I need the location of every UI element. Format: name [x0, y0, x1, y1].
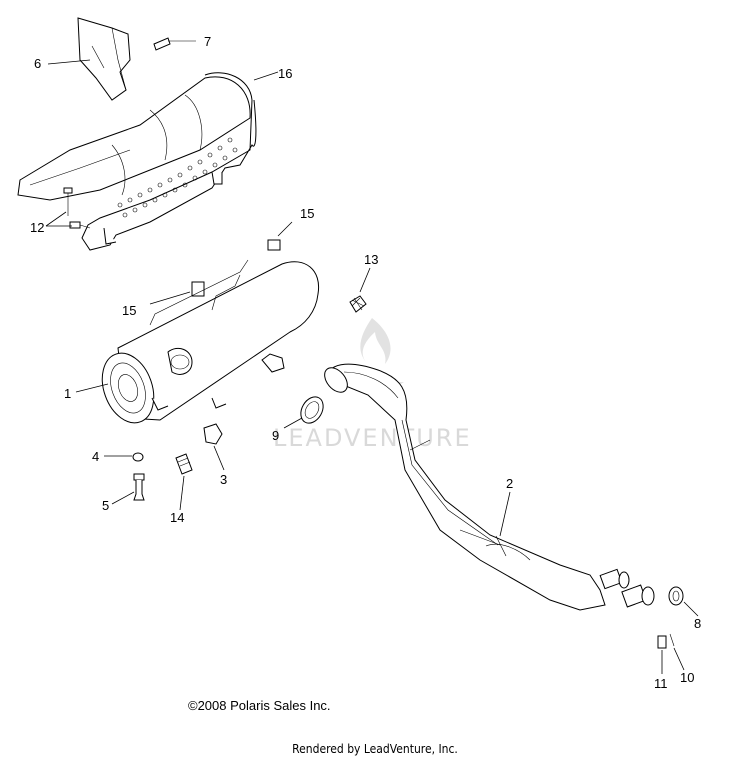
callout-3: 3 — [220, 472, 227, 487]
vent-holes — [117, 137, 238, 218]
screw-part-14 — [175, 453, 193, 475]
callout-4: 4 — [92, 449, 99, 464]
callout-10: 10 — [680, 670, 694, 685]
callout-13: 13 — [364, 252, 378, 267]
callout-5: 5 — [102, 498, 109, 513]
callout-1: 1 — [64, 386, 71, 401]
screw-part-7 — [153, 37, 196, 51]
clip-part-15-upper — [267, 239, 281, 251]
spring-part-13 — [349, 295, 367, 313]
callout-12: 12 — [30, 220, 44, 235]
heat-shield-bracket-part-6 — [77, 17, 131, 101]
clip-part-15-lower — [191, 281, 205, 297]
bolt-part-5 — [133, 473, 145, 501]
header-pipe-part-2 — [324, 363, 655, 611]
callout-2: 2 — [506, 476, 513, 491]
nut-part-11 — [657, 635, 667, 649]
callout-16: 16 — [278, 66, 292, 81]
washer-part-4 — [132, 452, 144, 462]
heat-shield-part-16 — [17, 72, 257, 251]
callout-9: 9 — [272, 428, 279, 443]
callout-8: 8 — [694, 616, 701, 631]
copyright-notice: ©2008 Polaris Sales Inc. — [188, 698, 331, 713]
callout-15-upper: 15 — [300, 206, 314, 221]
callout-15-lower: 15 — [122, 303, 136, 318]
rendered-by-notice: Rendered by LeadVenture, Inc. — [292, 742, 458, 756]
callout-14: 14 — [170, 510, 184, 525]
callout-6: 6 — [34, 56, 41, 71]
bolts-part-12 — [63, 187, 91, 229]
gasket-part-9 — [300, 396, 324, 424]
gasket-part-8 — [668, 586, 684, 606]
muffler-part-1 — [101, 259, 320, 424]
watermark-text: LEADVENTURE — [273, 424, 472, 452]
callout-11: 11 — [654, 676, 668, 691]
callout-7: 7 — [204, 34, 211, 49]
plug-part-3 — [203, 423, 223, 445]
stud-part-10 — [669, 633, 675, 647]
